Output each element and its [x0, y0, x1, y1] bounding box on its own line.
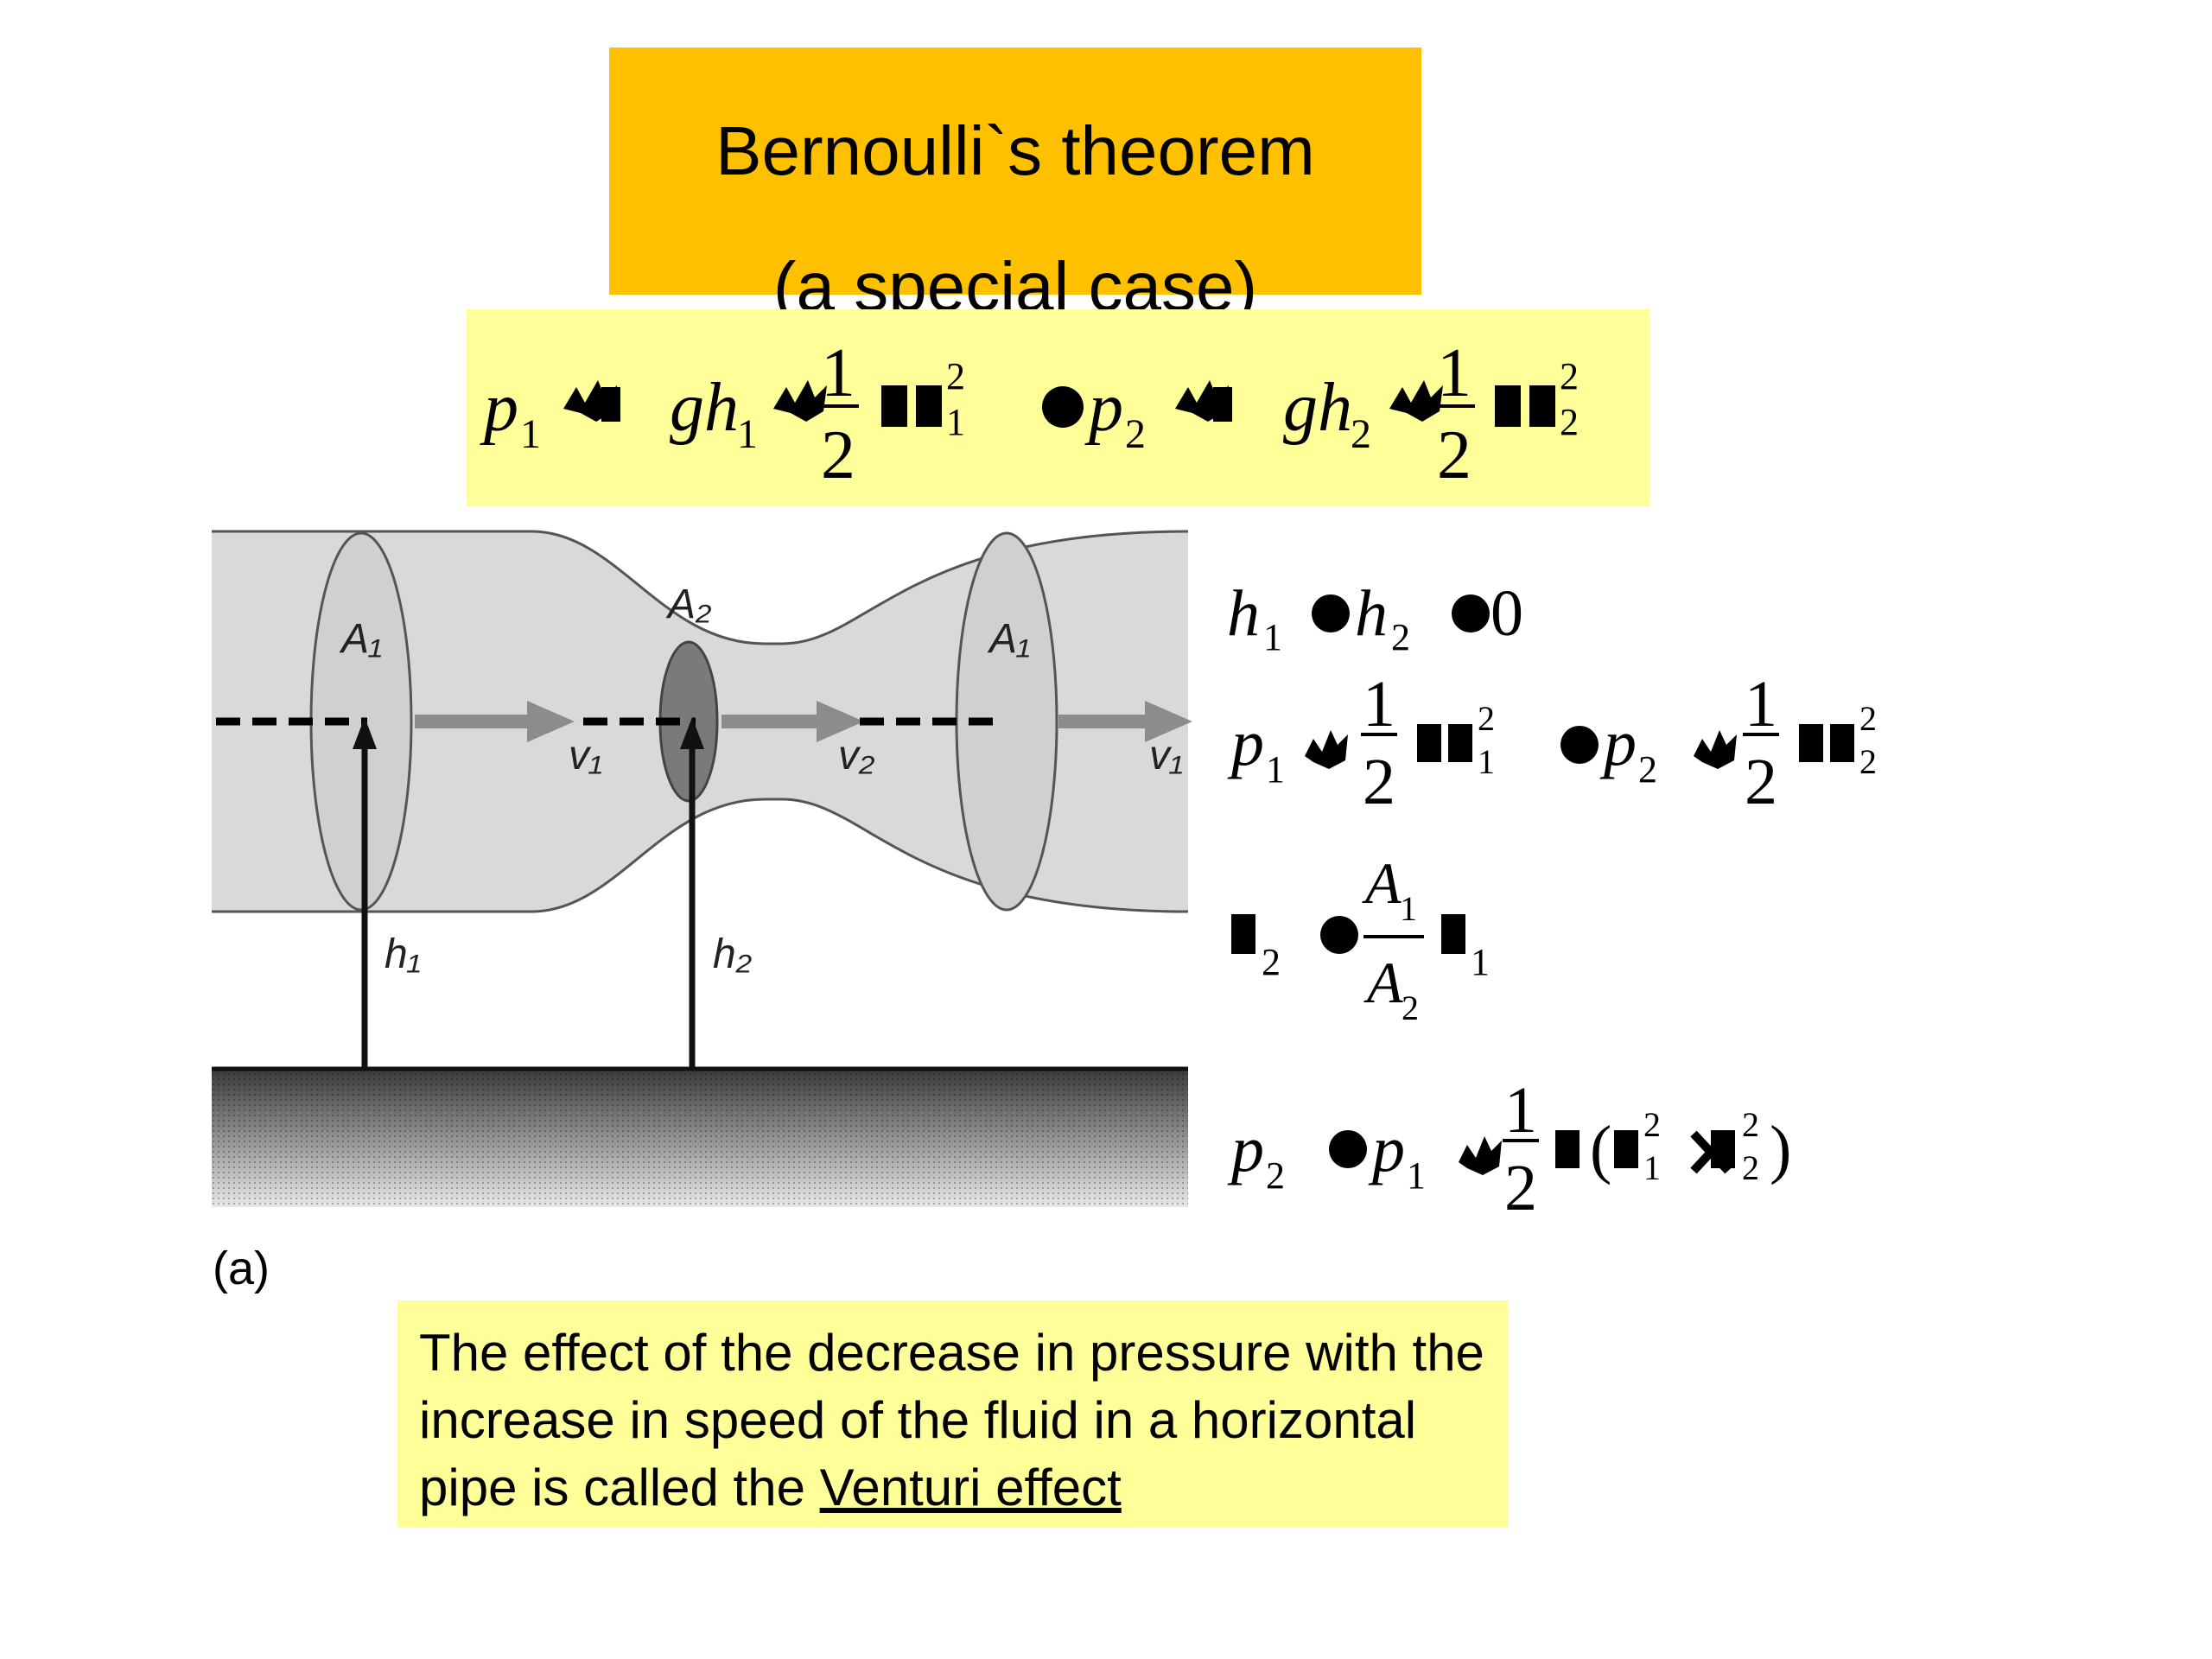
svg-text:1: 1 — [1643, 1148, 1661, 1187]
svg-text:2: 2 — [1742, 1148, 1759, 1187]
svg-text:2: 2 — [1351, 411, 1371, 457]
label-v1-right: v₁ — [1149, 733, 1183, 779]
svg-text:2: 2 — [1560, 401, 1579, 443]
title-banner: Bernoulli`s theorem (a special case) — [609, 48, 1421, 325]
svg-text:gh: gh — [1283, 370, 1352, 446]
svg-text:1: 1 — [821, 335, 855, 411]
svg-text:1: 1 — [1363, 668, 1395, 741]
svg-text:1: 1 — [1407, 1154, 1426, 1197]
caption-box: The effect of the decrease in pressure w… — [397, 1300, 1508, 1527]
svg-text:p: p — [1227, 1113, 1264, 1185]
svg-text:): ) — [1770, 1113, 1791, 1185]
svg-text:p: p — [1227, 707, 1264, 779]
label-a1-left: A₁ — [339, 616, 382, 662]
title-line-1: Bernoulli`s theorem — [715, 112, 1315, 189]
label-a2: A₂ — [665, 582, 711, 627]
svg-text:2: 2 — [1643, 1105, 1661, 1144]
venturi-effect-link: Venturi effect — [819, 1459, 1122, 1516]
svg-text:h: h — [1227, 577, 1260, 650]
svg-text:1: 1 — [1266, 748, 1285, 791]
svg-text:2: 2 — [1266, 1154, 1285, 1197]
svg-text:2: 2 — [1742, 1105, 1759, 1144]
caption-body: The effect of the decrease in pressure w… — [419, 1324, 1484, 1516]
svg-text:2: 2 — [1638, 748, 1657, 791]
svg-text:p: p — [1599, 707, 1637, 779]
svg-text:2: 2 — [1262, 941, 1281, 983]
bernoulli-equation-banner: p 1 gh 1 1 2 2 1 p 2 gh 2 1 — [467, 309, 1650, 506]
svg-text:1: 1 — [1400, 889, 1417, 928]
svg-text:0: 0 — [1491, 577, 1523, 650]
svg-text:2: 2 — [1391, 616, 1410, 658]
svg-text:1: 1 — [1471, 941, 1490, 983]
derivation-equations: h 1 h 2 0 p 1 1 2 2 1 p 2 1 2 — [1227, 553, 1936, 1244]
svg-text:1: 1 — [1263, 616, 1282, 658]
svg-text:1: 1 — [1745, 668, 1777, 741]
svg-text:2: 2 — [1745, 746, 1777, 818]
figure-label: (a) — [213, 1243, 270, 1294]
label-h2: h₂ — [713, 931, 752, 977]
svg-text:2: 2 — [1504, 1152, 1537, 1224]
svg-text:1: 1 — [520, 411, 541, 457]
svg-text:2: 2 — [1402, 988, 1419, 1027]
svg-text:(: ( — [1590, 1113, 1611, 1185]
svg-text:p: p — [1368, 1113, 1405, 1185]
svg-text:2: 2 — [1125, 411, 1146, 457]
label-a1-right: A₁ — [987, 616, 1030, 662]
svg-text:2: 2 — [1859, 699, 1877, 738]
label-v2: v₂ — [838, 733, 874, 779]
venturi-pipe-diagram: A₁ A₂ A₁ v₁ v₂ v₁ h₁ h₂ — [212, 523, 1197, 1218]
caption-text: The effect of the decrease in pressure w… — [419, 1319, 1491, 1522]
bernoulli-equation: p 1 gh 1 1 2 2 1 p 2 gh 2 1 — [480, 335, 1579, 493]
svg-text:2: 2 — [1437, 417, 1471, 493]
svg-text:2: 2 — [946, 355, 965, 397]
svg-text:1: 1 — [1504, 1074, 1537, 1147]
svg-text:2: 2 — [1859, 742, 1877, 781]
svg-text:A: A — [1362, 850, 1402, 916]
label-v1-left: v₁ — [569, 733, 602, 779]
svg-text:2: 2 — [1363, 746, 1395, 818]
svg-text:p: p — [1084, 370, 1123, 446]
svg-text:h: h — [1355, 577, 1388, 650]
svg-text:p: p — [480, 370, 518, 446]
svg-text:1: 1 — [1437, 335, 1471, 411]
svg-text:1: 1 — [946, 401, 965, 443]
svg-text:2: 2 — [1478, 699, 1495, 738]
svg-text:1: 1 — [1478, 742, 1495, 781]
svg-text:1: 1 — [737, 411, 758, 457]
svg-text:2: 2 — [821, 417, 855, 493]
svg-text:gh: gh — [670, 370, 739, 446]
svg-text:2: 2 — [1560, 355, 1579, 397]
label-h1: h₁ — [385, 931, 421, 977]
svg-text:A: A — [1363, 950, 1403, 1015]
